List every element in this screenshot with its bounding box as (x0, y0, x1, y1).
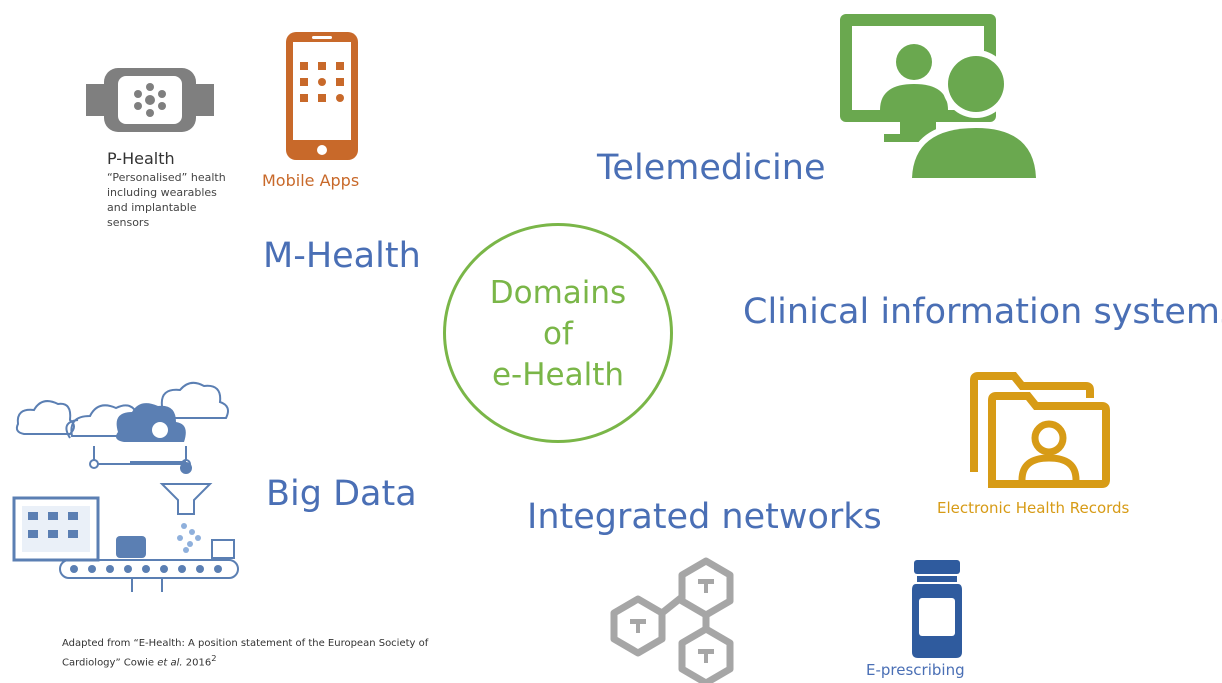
citation: Adapted from “E-Health: A position state… (62, 636, 482, 670)
pill-bottle-icon (912, 560, 962, 658)
citation-year: 2016 (182, 657, 212, 669)
mobile-apps-label: Mobile Apps (262, 171, 360, 190)
citation-authors: et al. (157, 657, 183, 669)
domain-m-health: M-Health (263, 236, 421, 276)
smartwatch-icon (86, 68, 214, 132)
domain-big-data: Big Data (266, 474, 417, 514)
p-health-description: “Personalised” health including wearable… (107, 171, 226, 229)
network-hexagon-icon (610, 557, 734, 683)
citation-text: Adapted from “E-Health: A position state… (62, 638, 429, 669)
domain-telemedicine: Telemedicine (597, 148, 826, 188)
domain-integrated-networks: Integrated networks (527, 497, 882, 537)
domain-clinical-information-systems: Clinical information systems (743, 292, 1222, 332)
p-health-title: P-Health (107, 149, 175, 168)
center-line-2: of (543, 316, 573, 352)
center-line-1: Domains (489, 275, 627, 311)
center-circle (443, 223, 673, 443)
center-line-3: e-Health (491, 357, 625, 393)
monitor-person-icon (840, 14, 1040, 182)
e-prescribing-label: E-prescribing (866, 661, 965, 679)
cloud-data-icon (12, 381, 239, 592)
smartphone-icon (286, 32, 358, 160)
ehr-label: Electronic Health Records (937, 499, 1130, 517)
folder-person-icon (970, 372, 1110, 488)
citation-reference: 2 (211, 653, 217, 663)
center-label: Domains of e-Health (443, 273, 673, 396)
